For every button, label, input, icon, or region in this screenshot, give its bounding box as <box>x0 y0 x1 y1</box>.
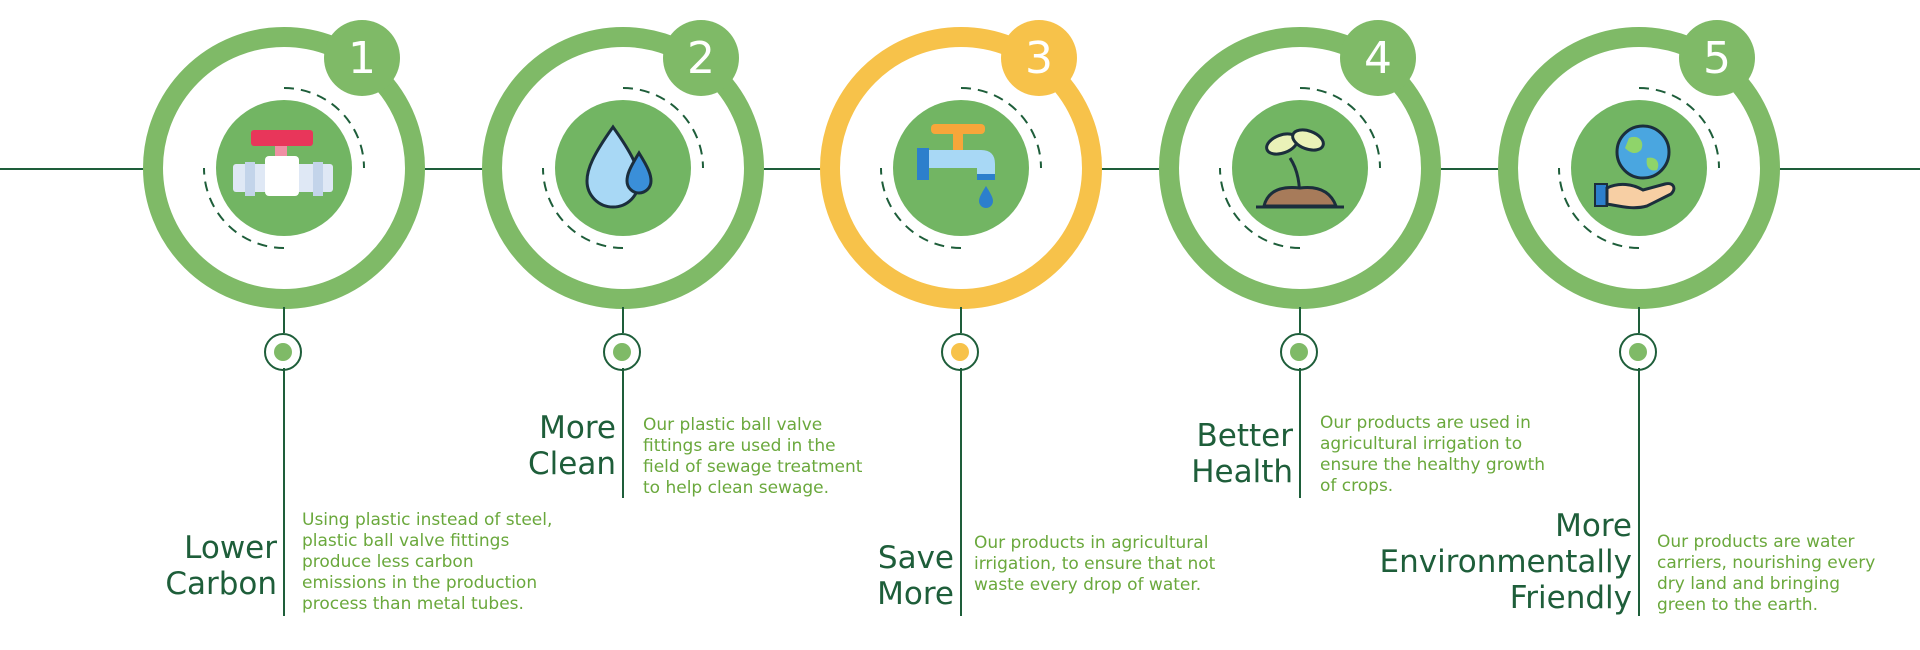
step-description: Using plastic instead of steel, plastic … <box>302 510 553 614</box>
inner-circle <box>555 100 691 236</box>
title-line: Environmentally <box>1379 544 1632 580</box>
dashed-arc <box>203 87 365 249</box>
step-description: Our products in agricultural irrigation,… <box>974 533 1216 595</box>
connector-stem <box>283 368 285 616</box>
title-line: Health <box>1191 454 1293 490</box>
faucet-icon <box>917 124 995 208</box>
title-line: Save <box>877 540 954 576</box>
connector-stem <box>622 368 624 498</box>
step-title: More Clean <box>356 410 616 482</box>
inner-circle <box>216 100 352 236</box>
inner-circle <box>893 100 1029 236</box>
node-dot <box>274 343 292 361</box>
inner-circle <box>1232 100 1368 236</box>
title-line: More <box>1555 508 1632 544</box>
timeline-node <box>1280 333 1318 371</box>
connector-stem <box>1638 307 1640 333</box>
step-description: Our products are water carriers, nourish… <box>1657 532 1876 615</box>
dashed-arc <box>1558 87 1720 249</box>
connector-stem <box>283 307 285 333</box>
node-dot <box>951 343 969 361</box>
title-line: Clean <box>528 446 616 482</box>
timeline-node <box>603 333 641 371</box>
dashed-arc <box>1219 87 1381 249</box>
connector-stem <box>960 368 962 616</box>
connector-stem <box>1299 307 1301 333</box>
timeline-node <box>1619 333 1657 371</box>
step-4: 4 Better Health Our products are used in… <box>1156 0 1545 650</box>
step-number-badge: 4 <box>1340 20 1416 96</box>
step-title: More Environmentally Friendly <box>1332 508 1632 616</box>
step-5: 5 More Environmentally Friendly Our prod… <box>1379 0 1875 650</box>
step-number-badge: 5 <box>1679 20 1755 96</box>
step-3: 3 Save More Our products in agricultural… <box>817 0 1215 650</box>
step-number-badge: 3 <box>1001 20 1077 96</box>
step-1: 1 Lower Carbon Using plastic instead of … <box>140 0 552 650</box>
title-line: Friendly <box>1509 580 1632 616</box>
ball-valve-icon <box>233 130 333 196</box>
step-number-badge: 1 <box>324 20 400 96</box>
timeline-node <box>941 333 979 371</box>
title-line: Lower <box>184 530 277 566</box>
connector-stem <box>960 307 962 333</box>
connector-stem <box>1299 368 1301 498</box>
dashed-arc <box>542 87 704 249</box>
step-title: Save More <box>694 540 954 612</box>
title-line: More <box>877 576 954 612</box>
dashed-arc <box>880 87 1042 249</box>
title-line: More <box>539 410 616 446</box>
node-dot <box>1629 343 1647 361</box>
title-line: Better <box>1196 418 1293 454</box>
connector-stem <box>622 307 624 333</box>
step-description: Our plastic ball valve fittings are used… <box>643 415 863 498</box>
step-number-badge: 2 <box>663 20 739 96</box>
sprout-icon <box>1256 128 1344 209</box>
step-title: Lower Carbon <box>17 530 277 602</box>
step-title: Better Health <box>1033 418 1293 490</box>
step-description: Our products are used in agricultural ir… <box>1320 413 1546 496</box>
earth-in-hand-icon <box>1594 124 1676 210</box>
timeline-node <box>264 333 302 371</box>
node-dot <box>1290 343 1308 361</box>
node-dot <box>613 343 631 361</box>
title-line: Carbon <box>165 566 277 602</box>
inner-circle <box>1571 100 1707 236</box>
connector-stem <box>1638 368 1640 616</box>
step-2: 2 More Clean Our plastic ball valve fitt… <box>479 0 862 650</box>
water-drops-icon <box>585 124 653 209</box>
